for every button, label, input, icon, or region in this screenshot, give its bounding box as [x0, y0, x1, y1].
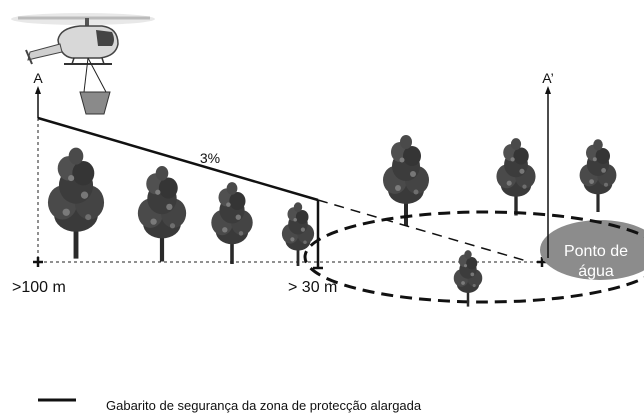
tree-icon [579, 139, 617, 212]
tree-icon [211, 182, 253, 264]
tree-icon [496, 138, 536, 216]
tree-icon [137, 165, 187, 262]
tree-icon [453, 250, 483, 307]
tree-icon [281, 202, 315, 266]
protection-zone-ellipse [303, 210, 644, 304]
label-distance-far: >100 m [12, 279, 66, 296]
clearance-slope-line [37, 116, 319, 202]
label-slope: 3% [200, 150, 220, 166]
label-point-a-prime: A’ [542, 70, 553, 86]
clearance-slope-extension [317, 199, 531, 263]
water-point: Ponto de água [540, 220, 644, 280]
label-distance-near: > 30 m [288, 279, 337, 296]
label-point-a: A [33, 70, 43, 86]
water-point-label-line1: Ponto de [564, 243, 628, 260]
legend: Gabarito de segurança da zona de protecç… [38, 398, 422, 413]
water-point-label-line2: água [578, 263, 614, 280]
water-bucket-icon [79, 57, 111, 115]
helicopter-icon [11, 13, 155, 65]
tree-icon [47, 147, 105, 259]
tree-icon [383, 135, 429, 226]
legend-text: Gabarito de segurança da zona de protecç… [106, 398, 422, 413]
